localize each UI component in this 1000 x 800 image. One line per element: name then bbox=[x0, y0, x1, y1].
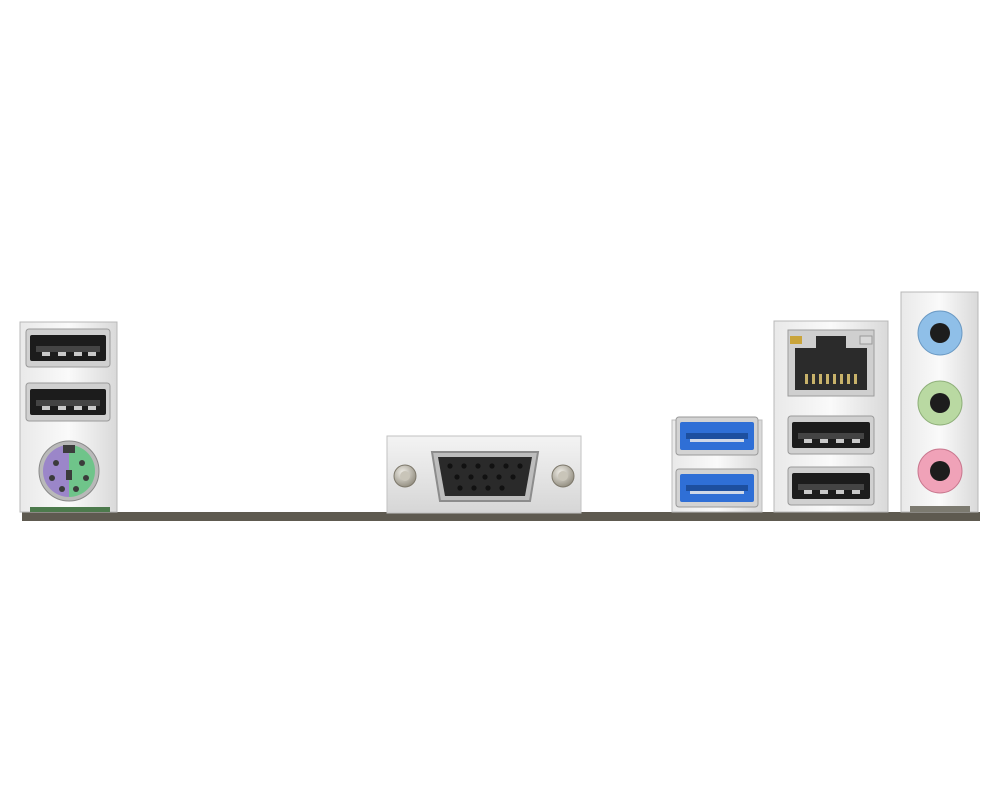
usb3-port-2 bbox=[675, 468, 759, 508]
usb3-port-stack bbox=[671, 416, 763, 513]
audio-jack-line-out bbox=[917, 380, 963, 426]
ps2-combo-port bbox=[38, 440, 100, 502]
lan-led-left bbox=[790, 336, 802, 344]
left-port-stack bbox=[19, 321, 118, 513]
lan-port bbox=[787, 329, 875, 397]
audio-jack-mic-in bbox=[917, 448, 963, 494]
lan-usb-stack bbox=[773, 320, 889, 513]
usb2-port-1 bbox=[25, 328, 111, 368]
usb2-port-4 bbox=[787, 466, 875, 506]
usb2-port-3 bbox=[787, 415, 875, 455]
pcb-strip bbox=[22, 512, 980, 521]
usb2-port-2 bbox=[25, 382, 111, 422]
audio-jack-line-in bbox=[917, 310, 963, 356]
vga-port bbox=[386, 435, 582, 514]
usb3-port-1 bbox=[675, 416, 759, 456]
lan-led-right bbox=[859, 335, 873, 345]
audio-jack-stack bbox=[900, 291, 979, 513]
